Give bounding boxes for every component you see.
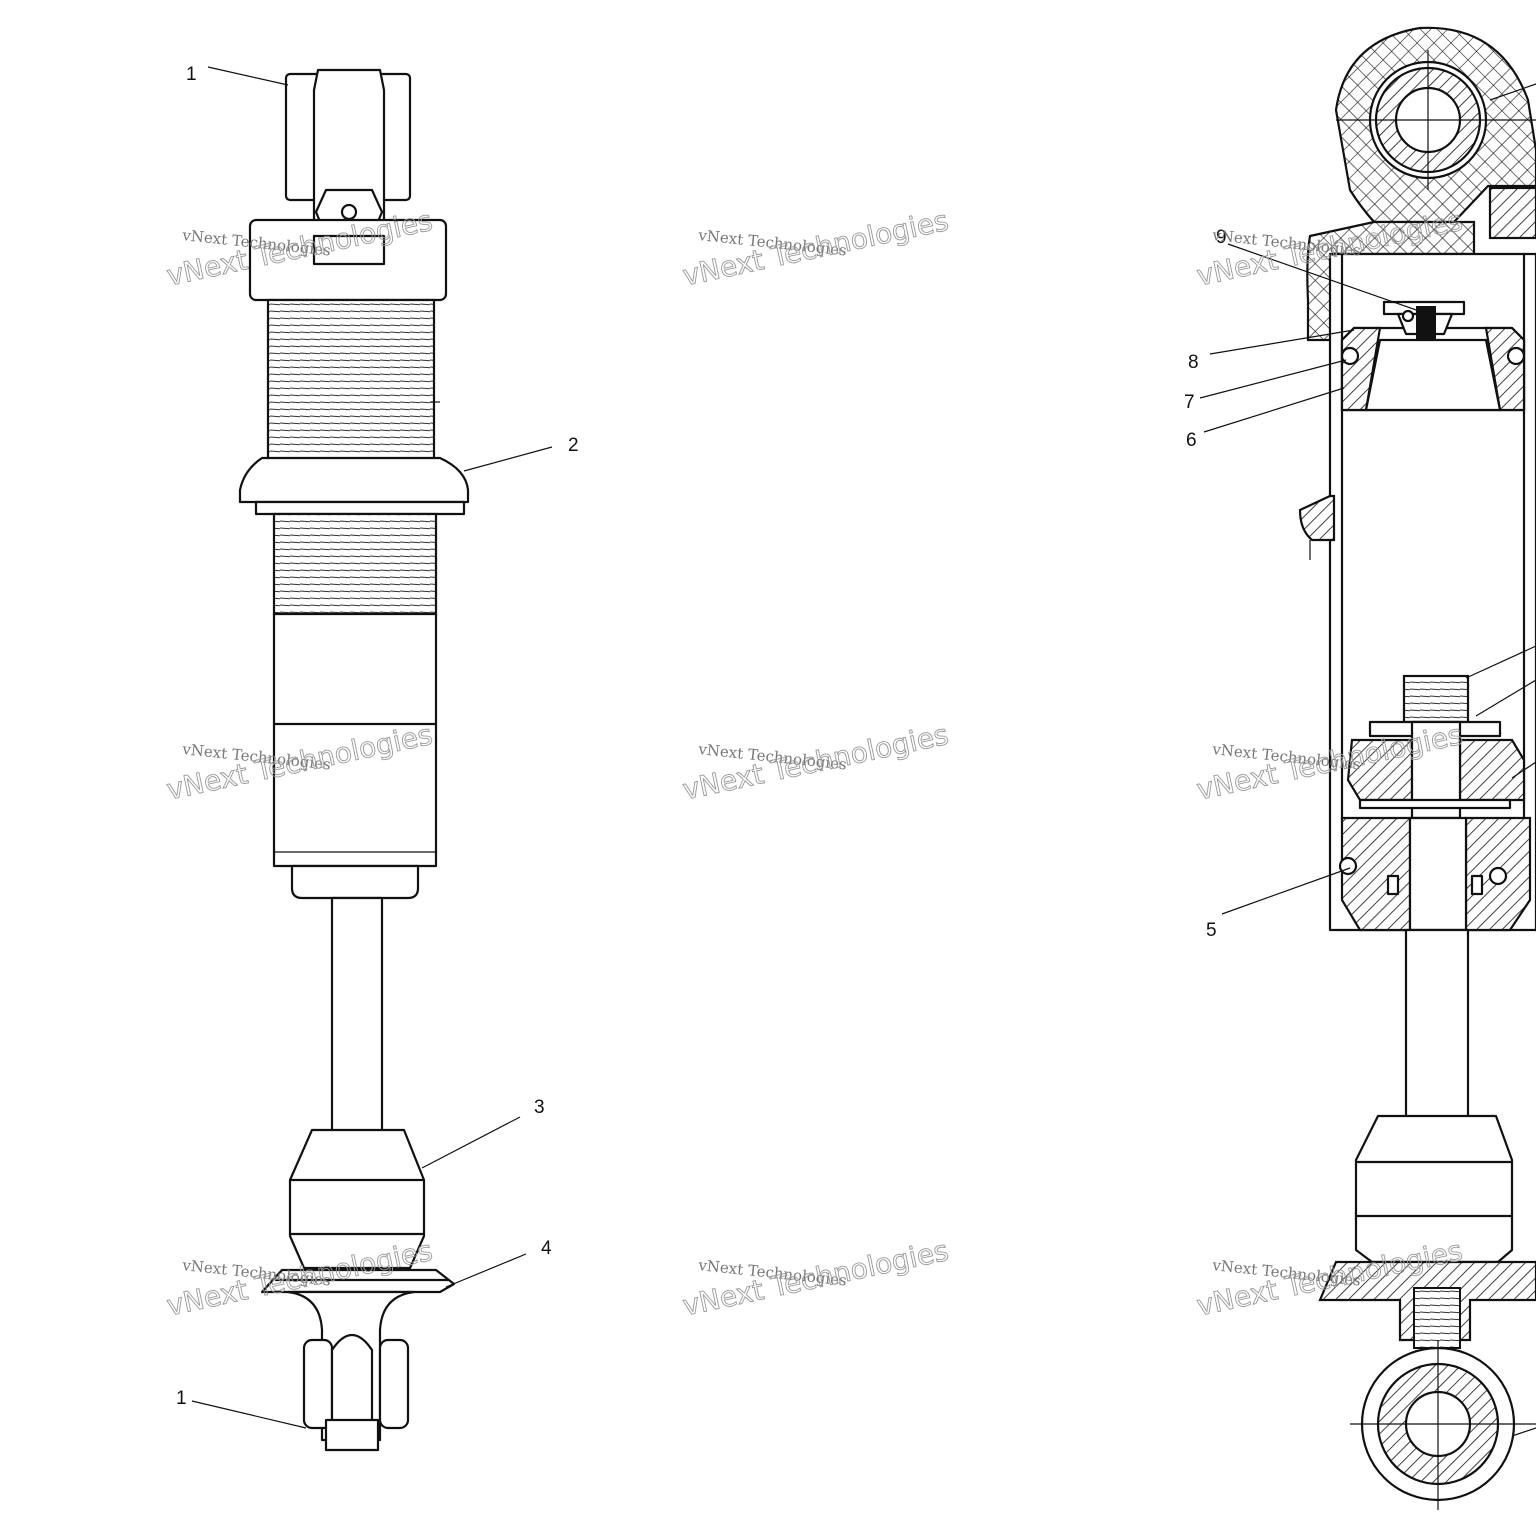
callout-2: 2: [568, 435, 579, 456]
watermark-tile: vNext Technologies vNext Technologies: [679, 204, 952, 293]
callout-3: 3: [534, 1097, 545, 1118]
callout-9: 9: [1216, 227, 1227, 248]
callout-8: 8: [1188, 352, 1199, 373]
callout-1-top: 1: [186, 64, 197, 85]
floating-piston: [1340, 300, 1526, 412]
callout-5: 5: [1206, 920, 1217, 941]
svg-text:vNext Technologies: vNext Technologies: [680, 204, 952, 293]
upper-threaded-body: [266, 298, 436, 462]
bottom-eye-cutaway: [1350, 1340, 1536, 1510]
seal-head: [1338, 816, 1532, 932]
watermark-tile: vNext Technologies vNext Technologies: [679, 1234, 952, 1323]
callout-4: 4: [541, 1238, 552, 1259]
cutaway-piston-rod: [1404, 928, 1470, 1122]
main-body-threaded: [272, 512, 438, 616]
svg-text:vNext Technologies: vNext Technologies: [680, 718, 952, 807]
piston-rod: [330, 896, 384, 1136]
main-piston: [1346, 720, 1526, 820]
callout-labels: 1 2 3 4 1 9 8 7 6 5: [176, 64, 1227, 1409]
main-body: [272, 612, 438, 868]
watermark-tile: vNext Technologies vNext Technologies: [679, 718, 952, 807]
spring-collar: [238, 456, 470, 504]
external-shock-view: [238, 68, 470, 1452]
callout-1-bottom: 1: [176, 1388, 187, 1409]
cutaway-shock-view: [1298, 26, 1536, 1510]
svg-text:vNext Technologies: vNext Technologies: [680, 1234, 952, 1323]
leader-lines: [191, 66, 1536, 1437]
callout-6: 6: [1186, 430, 1197, 451]
callout-7: 7: [1184, 392, 1195, 413]
